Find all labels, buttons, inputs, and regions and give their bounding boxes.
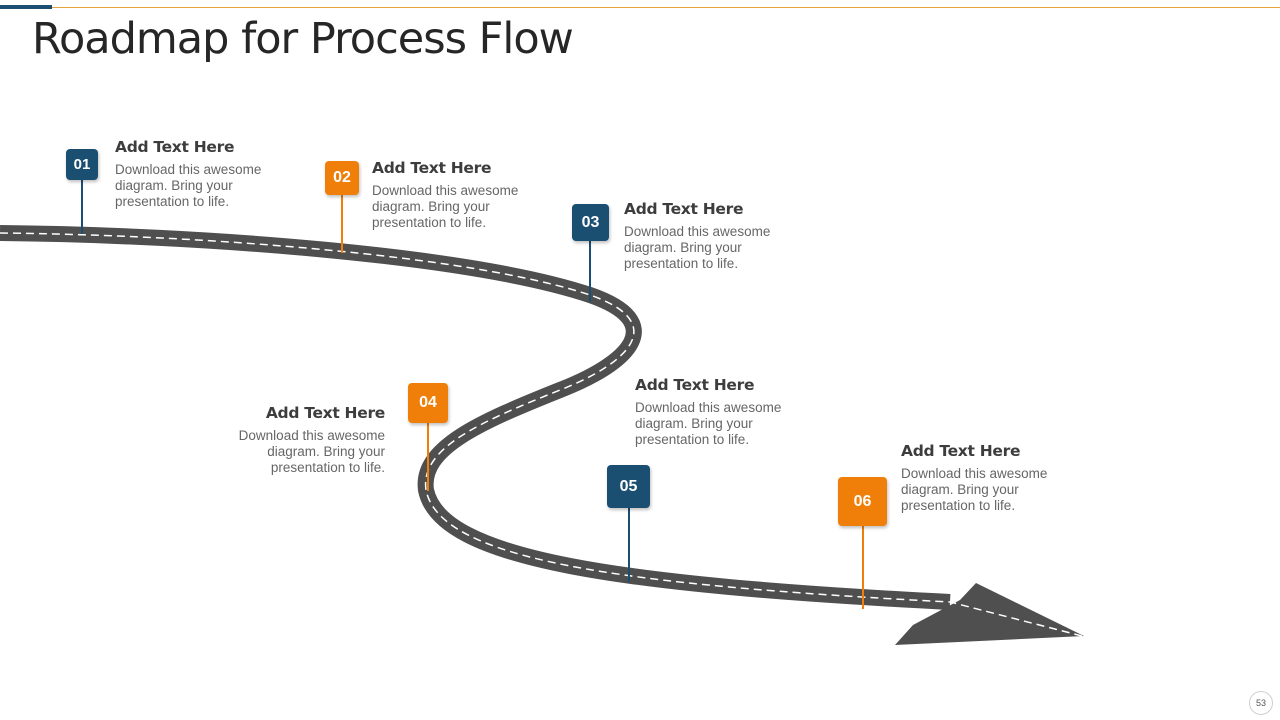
step-badge-05: 05: [607, 465, 650, 508]
step-text-04: Add Text Here Download this awesome diag…: [215, 404, 386, 476]
step-desc-06: Download this awesome diagram. Bring you…: [901, 466, 1048, 513]
step-desc-01: Download this awesome diagram. Bring you…: [115, 162, 262, 209]
road-center-line: [0, 232, 1083, 637]
step-desc-03: Download this awesome diagram. Bring you…: [624, 224, 771, 271]
step-desc-04: Download this awesome diagram. Bring you…: [238, 428, 385, 475]
road-arrow-head: [895, 583, 1084, 645]
marker-line-02: [341, 193, 343, 253]
road-surface: [0, 225, 951, 610]
step-title-02: Add Text Here: [372, 159, 492, 177]
step-text-02: Add Text Here Download this awesome diag…: [372, 159, 542, 231]
marker-line-04: [427, 421, 429, 491]
step-badge-03: 03: [572, 204, 609, 241]
page-number: 53: [1249, 691, 1273, 715]
step-badge-06: 06: [838, 477, 887, 526]
step-text-01: Add Text Here Download this awesome diag…: [115, 138, 285, 210]
marker-line-03: [589, 240, 591, 302]
step-title-03: Add Text Here: [624, 200, 744, 218]
step-badge-04: 04: [408, 383, 448, 423]
marker-line-05: [628, 505, 630, 582]
step-desc-05: Download this awesome diagram. Bring you…: [635, 400, 782, 447]
step-text-05: Add Text Here Download this awesome diag…: [635, 376, 805, 448]
marker-line-06: [862, 523, 864, 609]
step-badge-01: 01: [66, 149, 98, 180]
step-text-03: Add Text Here Download this awesome diag…: [624, 200, 794, 272]
page-title: Roadmap for Process Flow: [32, 14, 574, 64]
step-badge-02: 02: [325, 161, 359, 195]
marker-line-01: [81, 178, 83, 234]
step-desc-02: Download this awesome diagram. Bring you…: [372, 183, 519, 230]
step-title-06: Add Text Here: [901, 442, 1021, 460]
step-text-06: Add Text Here Download this awesome diag…: [901, 442, 1071, 514]
top-divider-line: [52, 7, 1280, 8]
step-title-05: Add Text Here: [635, 376, 755, 394]
step-title-04: Add Text Here: [265, 404, 385, 422]
top-accent-bar: [0, 5, 52, 9]
step-title-01: Add Text Here: [115, 138, 235, 156]
